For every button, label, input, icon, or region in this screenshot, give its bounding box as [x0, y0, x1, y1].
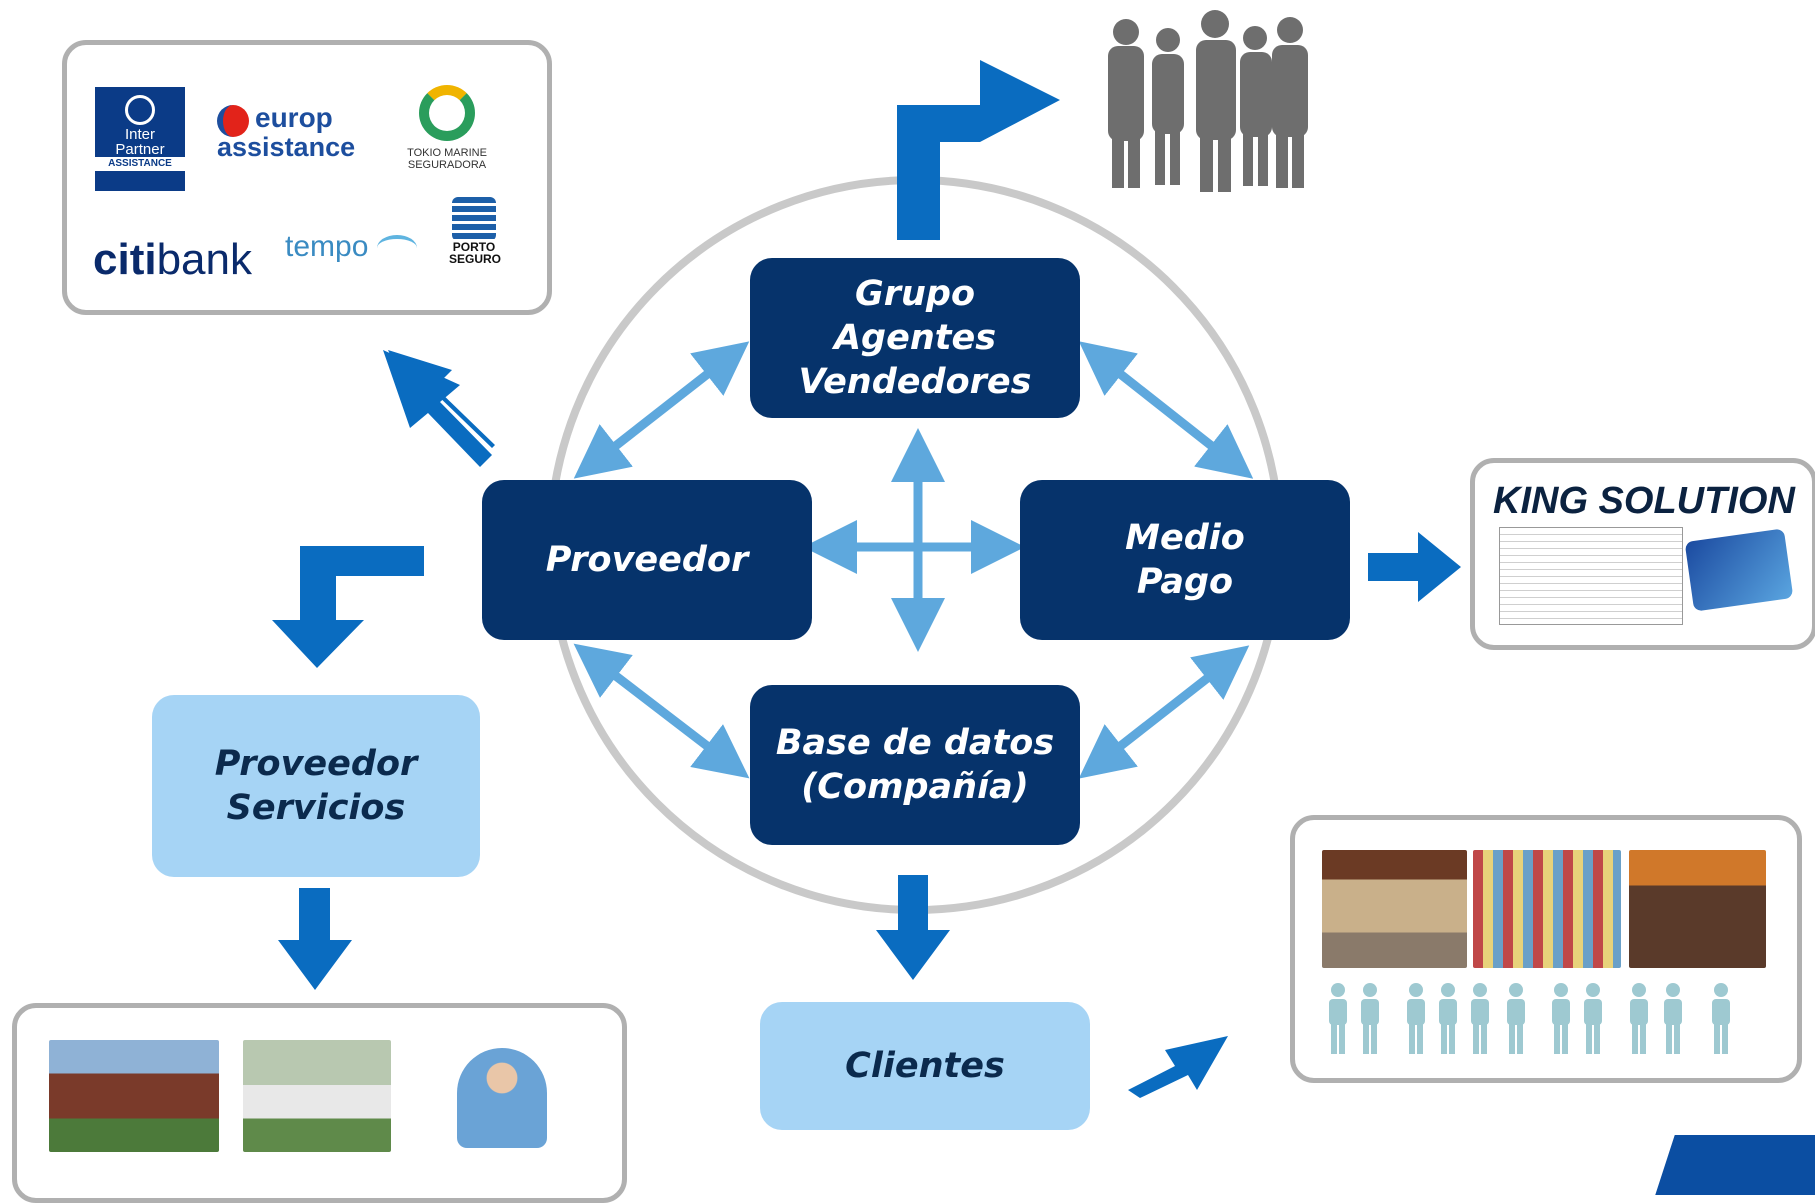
- person-icon: [1552, 983, 1570, 1054]
- node-proveedor-servicios: Proveedor Servicios: [152, 695, 480, 877]
- people-silhouette-icon: [1108, 10, 1308, 192]
- grupo-line-3: Vendedores: [798, 362, 1032, 402]
- store-photo-2: [1473, 850, 1621, 968]
- store-photo-3: [1629, 850, 1766, 968]
- grupo-line-1: Grupo: [854, 274, 975, 314]
- inter-text: Inter: [124, 126, 155, 143]
- arrow-proveedor-to-insurers-head: [383, 350, 492, 467]
- arrow-clientes-to-stores: [1128, 1036, 1228, 1098]
- base-line-2: (Compañía): [801, 767, 1029, 807]
- citi-text: citi: [93, 235, 157, 284]
- arrow-base-medio: [1078, 645, 1250, 779]
- arrow-proveedor-to-servicios: [272, 546, 424, 668]
- europ-assistance-logo: europ assistance: [217, 103, 355, 161]
- store-photo-1: [1322, 850, 1467, 968]
- person-icon: [1584, 983, 1602, 1054]
- tempo-text: tempo: [285, 230, 369, 263]
- medio-line-2: Pago: [1136, 562, 1234, 602]
- arrow-grupo-to-agents: [897, 60, 1060, 240]
- arrow-servicios-to-providers: [278, 888, 352, 990]
- brand-mark-partial: [1655, 1135, 1815, 1195]
- person-icon: [1471, 983, 1489, 1054]
- porto-text: PORTO: [452, 240, 496, 254]
- connector-arrows: [573, 341, 1254, 779]
- payment-card-icon: [1684, 528, 1794, 612]
- person-icon: [1361, 983, 1379, 1054]
- customers-row: [1329, 983, 1730, 1054]
- porto-waves-icon: [452, 197, 496, 241]
- person-icon: [1630, 983, 1648, 1054]
- proveedor-label: Proveedor: [545, 540, 749, 580]
- proveedor-servicios-line-1: Proveedor: [214, 744, 418, 784]
- king-solution-title: KING SOLUTION: [1493, 480, 1795, 522]
- person-icon: [1664, 983, 1682, 1054]
- seguro-text: SEGURO: [449, 252, 502, 266]
- assistance-word: assistance: [217, 132, 356, 162]
- arrow-base-to-clientes: [876, 875, 950, 980]
- node-grupo-agentes-vendedores: Grupo Agentes Vendedores: [750, 258, 1080, 418]
- receipt-image: [1499, 527, 1683, 625]
- europ-swirl-icon: [217, 105, 249, 137]
- node-medio-pago: Medio Pago: [1020, 480, 1350, 640]
- partner-text: Partner: [115, 141, 165, 158]
- medio-line-1: Medio: [1125, 518, 1245, 558]
- tempo-wave-icon: [376, 235, 417, 261]
- tokio-leaf-icon: [419, 85, 475, 141]
- clientes-label: Clientes: [845, 1046, 1005, 1086]
- node-proveedor: Proveedor: [482, 480, 812, 640]
- tow-truck-photo: [243, 1040, 391, 1152]
- insurers-panel: Inter Partner ASSISTANCE europ assistanc…: [62, 40, 552, 315]
- arrow-grupo-medio: [1078, 341, 1254, 479]
- europ-text: europ: [255, 102, 333, 133]
- inter-partner-logo: Inter Partner ASSISTANCE: [95, 87, 185, 191]
- person-icon: [1439, 983, 1457, 1054]
- node-clientes: Clientes: [760, 1002, 1090, 1130]
- proveedor-servicios-line-2: Servicios: [226, 788, 406, 828]
- porto-seguro-logo: PORTO SEGURO: [449, 197, 502, 266]
- arrow-proveedor-grupo: [573, 341, 750, 479]
- flow-arrows: [272, 60, 1461, 1098]
- building-photo: [49, 1040, 219, 1152]
- person-icon: [1407, 983, 1425, 1054]
- tempo-logo: tempo: [285, 230, 417, 264]
- seguradora-text: SEGURADORA: [407, 159, 487, 171]
- stores-panel: [1290, 815, 1802, 1083]
- arrow-proveedor-base: [573, 643, 750, 779]
- tokio-marine-text: TOKIO MARINE: [407, 147, 487, 159]
- grupo-line-2: Agentes: [833, 318, 997, 358]
- citibank-logo: citibank: [93, 235, 252, 285]
- base-line-1: Base de datos: [775, 723, 1055, 763]
- globe-icon: [125, 95, 155, 125]
- king-solution-panel: [1470, 458, 1815, 650]
- person-icon: [1507, 983, 1525, 1054]
- service-providers-panel: [12, 1003, 627, 1203]
- person-icon: [1329, 983, 1347, 1054]
- node-base-de-datos: Base de datos (Compañía): [750, 685, 1080, 845]
- person-icon: [1712, 983, 1730, 1054]
- bank-text: bank: [156, 235, 252, 284]
- arrow-medio-to-king: [1368, 532, 1461, 602]
- tokio-marine-logo: TOKIO MARINE SEGURADORA: [397, 85, 497, 171]
- assistance-text: ASSISTANCE: [95, 157, 185, 171]
- medical-team-photo: [437, 1038, 567, 1156]
